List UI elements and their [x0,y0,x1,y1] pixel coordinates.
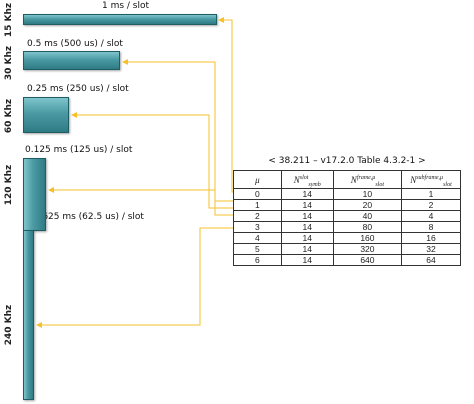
table-cell: 160 [332,232,402,244]
arrow-mu3 [48,187,233,216]
table-cell: 0 [233,188,282,200]
slot-label-240khz: 0.0625 ms (62.5 us) / slot [28,212,144,222]
table-cell: 3 [233,221,282,233]
table-cell: 14 [280,210,334,222]
table-title: < 38.211 – v17.2.0 Table 4.3.2-1 > [268,156,426,166]
table-cell: 8 [400,221,462,233]
slot-label-60khz: 0.25 ms (250 us) / slot [27,84,129,94]
table-cell: 14 [280,188,334,200]
header-slots-per-subframe: Nsubframe,μslot [400,170,462,189]
table-cell: 32 [400,243,462,255]
table-cell: 20 [332,199,402,211]
slot-bar-30khz [23,51,120,70]
table-cell: 80 [332,221,402,233]
numerology-table: μ Nslotsymb Nframe,μslot Nsubframe,μslot… [233,170,462,266]
table-cell: 16 [400,232,462,244]
slot-bar-60khz [23,97,69,133]
table-cell: 4 [233,232,282,244]
table-cell: 4 [400,210,462,222]
table-cell: 2 [400,199,462,211]
table-cell: 320 [332,243,402,255]
arrow-mu0 [218,17,233,193]
header-slots-per-frame: Nframe,μslot [332,170,402,189]
header-mu: μ [233,170,282,189]
table-cell: 640 [332,254,402,266]
table-cell: 2 [233,210,282,222]
table-header-row: μ Nslotsymb Nframe,μslot Nsubframe,μslot [233,170,462,189]
slot-label-15khz: 1 ms / slot [102,1,150,11]
header-symb-per-slot: Nslotsymb [280,170,334,189]
table-cell: 6 [233,254,282,266]
slot-label-30khz: 0.5 ms (500 us) / slot [27,39,123,49]
table-cell: 14 [280,243,334,255]
slot-bar-240khz [23,230,34,400]
table-cell: 14 [280,199,334,211]
slot-bar-15khz [23,14,217,25]
table-cell: 64 [400,254,462,266]
table-cell: 1 [400,188,462,200]
table-cell: 14 [280,232,334,244]
table-cell: 10 [332,188,402,200]
arrow-mu1 [122,59,233,202]
table-cell: 1 [233,199,282,211]
slot-bar-120khz [23,158,46,231]
arrow-mu4 [36,227,233,328]
table-cell: 5 [233,243,282,255]
slot-label-120khz: 0.125 ms (125 us) / slot [25,145,133,155]
arrow-mu2 [71,112,233,209]
table-cell: 40 [332,210,402,222]
table-cell: 14 [280,221,334,233]
table-cell: 14 [280,254,334,266]
